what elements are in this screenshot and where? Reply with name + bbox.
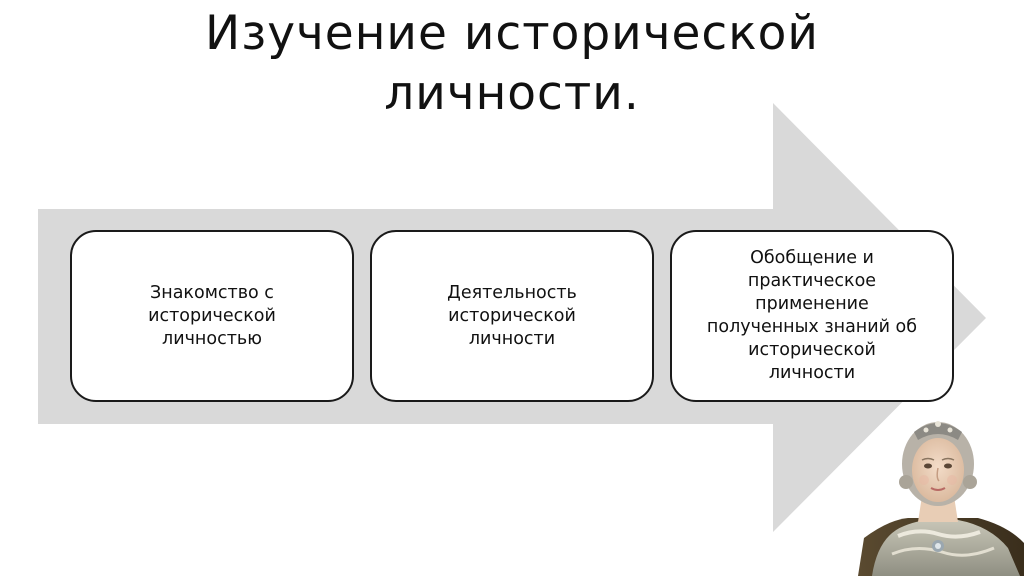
portrait-image [858, 421, 1024, 576]
process-step-3-label: Обобщение и практическое применение полу… [706, 248, 918, 383]
process-step-2: Деятельность исторической личности [370, 230, 654, 402]
process-step-1-label: Знакомство с исторической личностью [148, 282, 276, 349]
process-step-3: Обобщение и практическое применение полу… [670, 230, 954, 402]
slide-title: Изучение исторической личности. [205, 6, 819, 121]
process-step-2-label: Деятельность исторической личности [447, 282, 577, 349]
process-step-1: Знакомство с исторической личностью [70, 230, 354, 402]
